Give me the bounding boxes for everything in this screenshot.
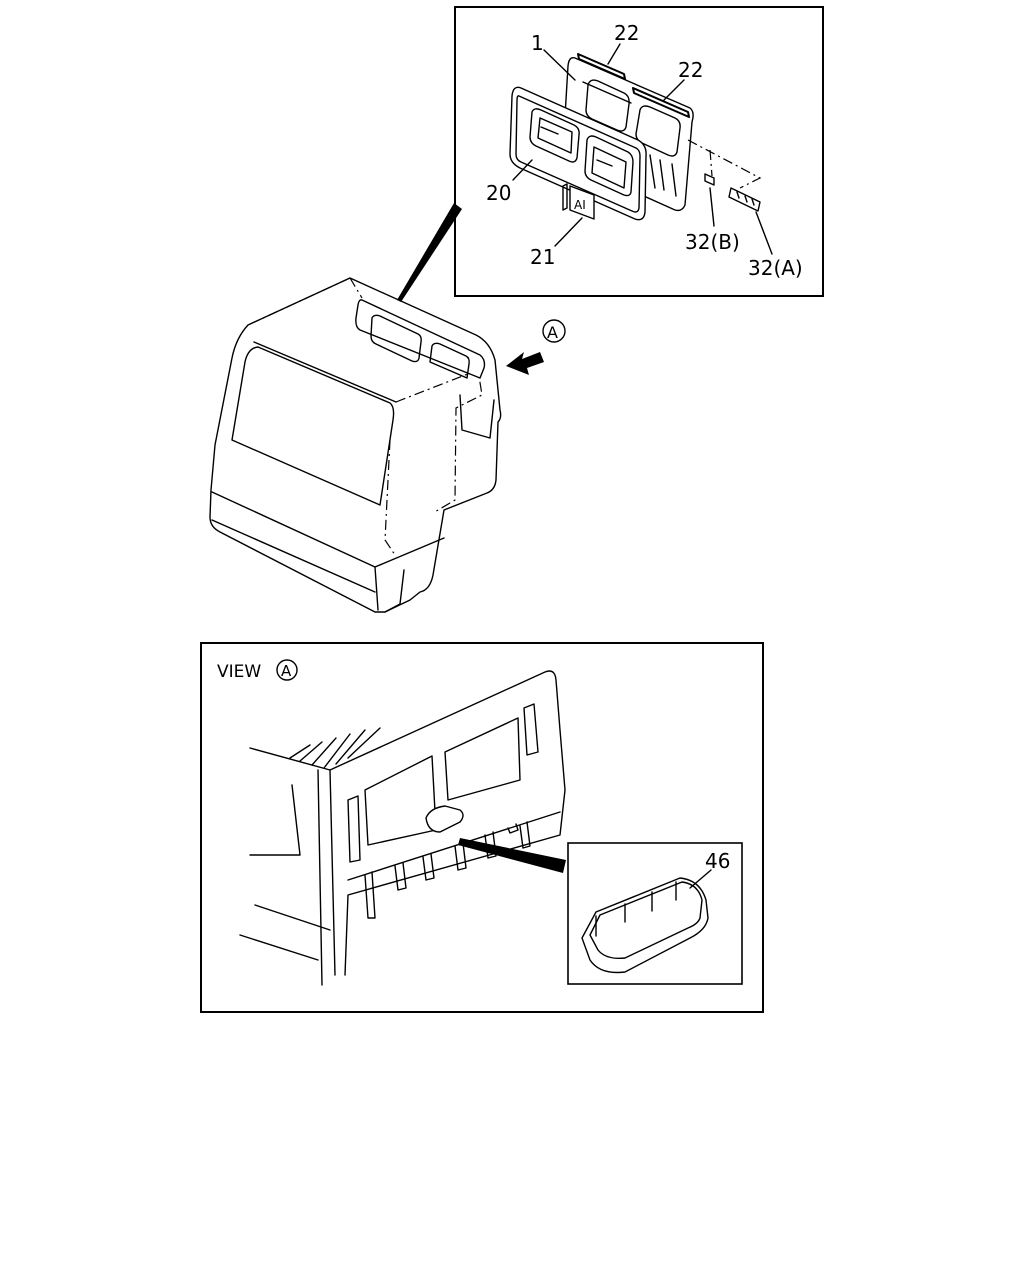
label-plate-text: AI <box>574 198 586 212</box>
callout-32a: 32(A) <box>748 256 803 280</box>
leader-46 <box>689 869 712 889</box>
leader-lines <box>512 43 773 255</box>
view-a-pointer-wedge <box>458 838 566 873</box>
view-a-marker: A <box>281 662 292 680</box>
callout-22-lower: 22 <box>678 58 703 82</box>
window-frame-seal <box>509 86 647 221</box>
callout-32b: 32(B) <box>685 230 740 254</box>
rear-window-detail-inset: AI 1 22 22 20 21 32(B) 32(A) <box>454 6 824 297</box>
part-46-detail-frame <box>567 842 743 985</box>
view-a-arrow: A <box>506 319 566 375</box>
label-plate: AI <box>562 183 595 220</box>
weatherstrip-parts <box>577 53 690 118</box>
callout-22-upper: 22 <box>614 21 639 45</box>
view-label: VIEW <box>217 662 261 682</box>
callout-46: 46 <box>705 849 730 873</box>
dome-lamp-part <box>581 877 709 974</box>
view-a-inset: VIEW A <box>200 642 764 1013</box>
view-a-frame <box>200 642 764 1013</box>
detail-inset-frame <box>454 6 824 297</box>
view-a-marker-top: A <box>547 323 558 342</box>
truck-cab <box>209 277 502 613</box>
inset-pointer-wedge <box>397 203 462 302</box>
callout-20: 20 <box>486 181 511 205</box>
callout-21: 21 <box>530 245 555 269</box>
clip-parts <box>704 173 761 212</box>
callout-1: 1 <box>531 31 544 55</box>
cab-rear-view <box>239 670 566 986</box>
